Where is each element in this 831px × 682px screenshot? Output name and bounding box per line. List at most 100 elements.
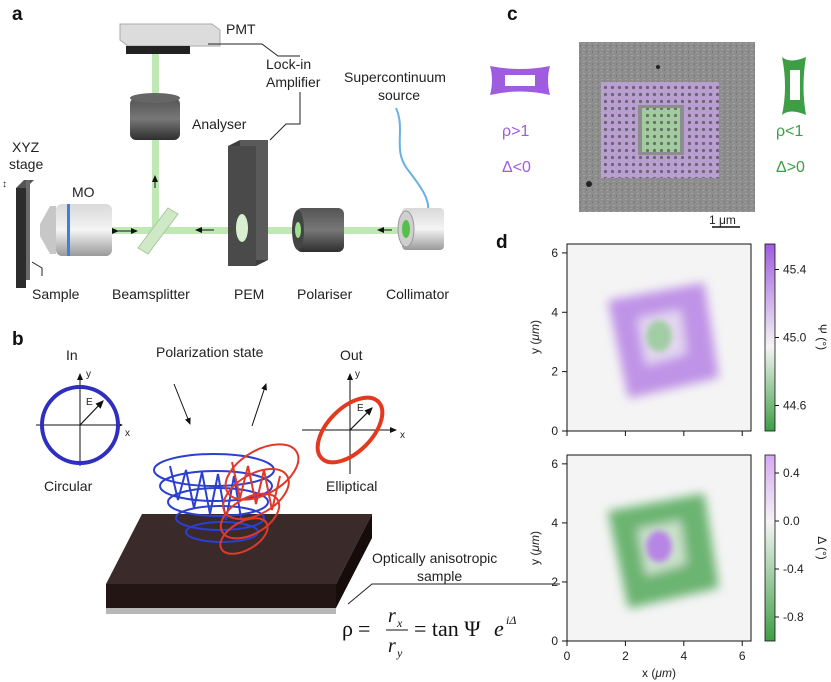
- light-beam: [40, 52, 410, 234]
- mo-label: MO: [72, 184, 95, 200]
- rho-formula: ρ = r x r y = tan Ψ e iΔ: [342, 605, 516, 660]
- circular-axis-x: x: [125, 428, 130, 439]
- x-tick-label: 0: [564, 649, 571, 663]
- panel-label-b: b: [12, 329, 24, 350]
- optical-fibre: [395, 107, 430, 213]
- pem: [228, 140, 268, 266]
- elliptical-axis-y: y: [355, 369, 360, 380]
- svg-text:=: =: [358, 616, 370, 641]
- sample-leader-line: [347, 583, 560, 605]
- x-tick-label: 2: [622, 649, 629, 663]
- sample-label-2: sample: [417, 568, 462, 584]
- beamsplitter: [137, 207, 179, 255]
- pmt-label: PMT: [226, 21, 256, 37]
- left-condition-2: Δ<0: [502, 159, 531, 176]
- x-tick-label: 4: [680, 649, 687, 663]
- y-tick-label: 0: [551, 424, 558, 438]
- circular-label: Circular: [44, 478, 93, 494]
- sem-image: [579, 42, 755, 212]
- colorbar-psi: [764, 243, 776, 432]
- circular-axis-y: y: [86, 369, 91, 380]
- structure-rho-lt-1-hole: [790, 70, 800, 100]
- colorbar-psi-label: Ψ (°): [815, 324, 829, 350]
- polariser-label: Polariser: [297, 286, 353, 302]
- y-tick-label: 2: [551, 575, 558, 589]
- heatmap-psi-center: [646, 320, 672, 352]
- sample-label: Sample: [32, 286, 80, 302]
- lockin-label-2: Amplifier: [266, 74, 321, 90]
- elliptical-e-field: E: [357, 403, 364, 414]
- scale-bar-label: 1 μm: [709, 213, 736, 227]
- heatmap-delta-xlabel: x (μm): [642, 666, 676, 680]
- y-tick-label: 2: [551, 365, 558, 379]
- pem-cable: [269, 92, 301, 141]
- source-label-2: source: [378, 87, 420, 103]
- pmt-cable: [208, 43, 300, 57]
- heatmap-psi: [566, 243, 752, 432]
- elliptical-polarization-diagram: [302, 373, 397, 474]
- incident-arrow: [173, 383, 191, 425]
- elliptical-label: Elliptical: [326, 478, 377, 494]
- heatmap-delta-center: [646, 530, 672, 563]
- colorbar-delta-label: Δ (°): [815, 536, 829, 559]
- lockin-label-1: Lock-in: [266, 56, 311, 72]
- heatmap-delta: [566, 454, 752, 642]
- colorbar-tick-label: 45.0: [783, 331, 807, 345]
- circular-e-field: E: [86, 397, 93, 408]
- output-label: Out: [340, 347, 363, 363]
- y-tick-label: 6: [551, 457, 558, 471]
- polarization-state-title: Polarization state: [156, 344, 264, 360]
- polariser: [292, 208, 344, 252]
- colorbar-tick-label: 0.0: [783, 514, 800, 528]
- analyser-label: Analyser: [192, 116, 247, 132]
- colorbar-delta-ticks: 0.40.0-0.4-0.8: [775, 466, 804, 624]
- y-tick-label: 4: [551, 305, 558, 319]
- svg-text:x: x: [396, 616, 403, 630]
- y-tick-label: 0: [551, 634, 558, 648]
- panel-label-c: c: [507, 4, 518, 25]
- right-condition-1: ρ<1: [776, 123, 803, 140]
- reflected-arrow: [251, 383, 267, 427]
- anisotropic-sample: [106, 514, 372, 614]
- y-tick-label: 6: [551, 246, 558, 260]
- svg-text:e: e: [494, 616, 504, 641]
- svg-text:r: r: [388, 605, 396, 627]
- beamsplitter-label: Beamsplitter: [112, 286, 190, 302]
- collimator-label: Collimator: [386, 286, 449, 302]
- input-label: In: [66, 347, 78, 363]
- colorbar-delta: [764, 454, 776, 642]
- x-tick-label: 6: [739, 649, 746, 663]
- xyz-label-2: stage: [9, 156, 43, 172]
- collimator: [397, 208, 444, 250]
- heatmap-delta-frame: [566, 454, 752, 642]
- colorbar-tick-label: -0.8: [783, 610, 804, 624]
- left-condition-1: ρ>1: [502, 123, 529, 140]
- colorbar-tick-label: 44.6: [783, 399, 807, 413]
- elliptical-axis-x: x: [400, 430, 405, 441]
- heatmap-delta-axes: 0 2 4 6 0 2 4 6: [551, 457, 746, 663]
- svg-text:y: y: [396, 646, 403, 660]
- polarization-helix-elliptical: [219, 443, 300, 555]
- panel-label-a: a: [12, 4, 23, 25]
- right-condition-2: Δ>0: [776, 159, 805, 176]
- sample-label-1: Optically anisotropic: [372, 550, 497, 566]
- heatmap-psi-ylabel: y (μm): [528, 320, 542, 354]
- sample-pointer: [31, 261, 43, 276]
- microscope-objective: [40, 204, 112, 256]
- svg-text:r: r: [388, 635, 396, 657]
- heatmap-psi-frame: [566, 243, 752, 432]
- xyz-stage: [16, 180, 34, 288]
- colorbar-tick-label: 45.4: [783, 263, 807, 277]
- source-label-1: Supercontinuum: [344, 69, 446, 85]
- colorbar-psi-ticks: 45.4 45.0 44.6: [775, 263, 807, 413]
- heatmap-psi-axes: 0 2 4 6: [551, 246, 743, 438]
- heatmap-delta-ylabel: y (μm): [528, 531, 542, 565]
- structure-rho-gt-1-hole: [505, 75, 535, 86]
- svg-text:ρ: ρ: [342, 616, 353, 641]
- y-tick-label: 4: [551, 516, 558, 530]
- circular-polarization-diagram: [36, 373, 123, 466]
- colorbar-tick-label: 0.4: [783, 466, 800, 480]
- pmt-detector: [119, 23, 221, 54]
- analyser: [130, 93, 180, 140]
